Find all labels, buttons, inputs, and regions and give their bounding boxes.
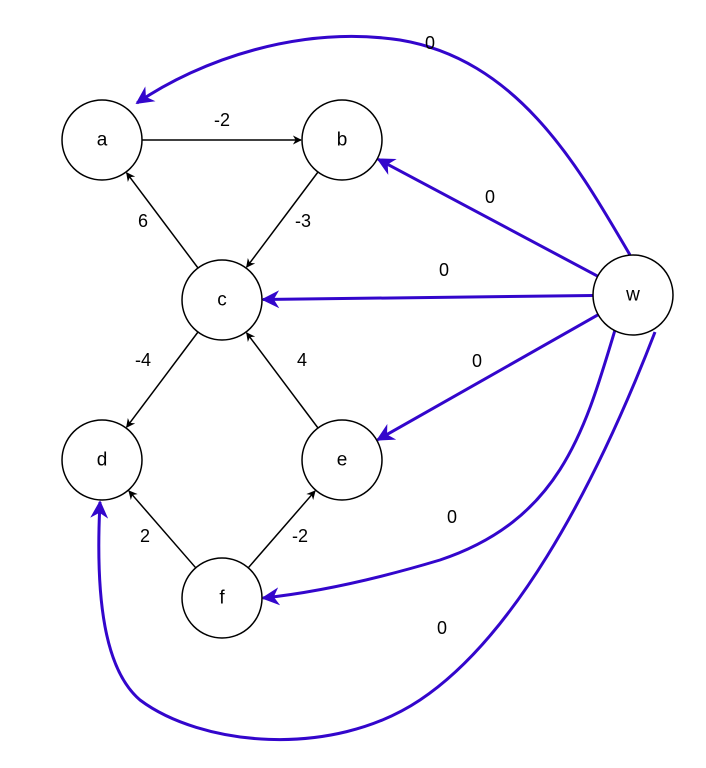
edge-f-d bbox=[128, 490, 197, 569]
node-label: d bbox=[97, 450, 108, 471]
node-e: e bbox=[301, 419, 383, 501]
edge-weight-w-e: 0 bbox=[472, 351, 482, 371]
node-label: b bbox=[337, 130, 348, 151]
edge-weight-w-a: 0 bbox=[425, 33, 435, 53]
edge-c-a bbox=[125, 172, 199, 269]
node-circle bbox=[592, 254, 674, 336]
edge-weight-f-e: -2 bbox=[292, 526, 308, 546]
edge-weight-w-d: 0 bbox=[437, 618, 447, 638]
edge-b-c bbox=[246, 171, 319, 268]
edges-layer bbox=[90, 34, 657, 742]
edge-w-f bbox=[261, 329, 617, 606]
node-d: d bbox=[61, 419, 143, 501]
node-f: f bbox=[181, 557, 263, 639]
edge-w-a bbox=[135, 34, 632, 256]
edge-weight-b-c: -3 bbox=[295, 211, 311, 231]
node-w: w bbox=[592, 254, 674, 336]
edge-weight-c-a: 6 bbox=[138, 211, 148, 231]
edge-f-e bbox=[247, 490, 316, 569]
node-circle bbox=[301, 419, 383, 501]
edge-c-d bbox=[125, 331, 199, 428]
edge-w-c bbox=[261, 290, 594, 309]
edge-e-c bbox=[246, 332, 319, 429]
node-circle bbox=[61, 99, 143, 181]
node-circle bbox=[181, 259, 263, 341]
node-c: c bbox=[181, 259, 263, 341]
node-label: e bbox=[337, 450, 348, 471]
node-a: a bbox=[61, 99, 143, 181]
edge-weight-a-b: -2 bbox=[214, 110, 230, 130]
edge-weight-w-b: 0 bbox=[485, 187, 495, 207]
edge-weight-w-c: 0 bbox=[439, 260, 449, 280]
node-circle bbox=[181, 557, 263, 639]
edge-weight-w-f: 0 bbox=[447, 507, 457, 527]
nodes-layer: a b c d e f w bbox=[61, 99, 674, 639]
edge-weight-c-d: -4 bbox=[135, 350, 151, 370]
node-label: w bbox=[625, 285, 640, 306]
node-label: f bbox=[219, 588, 225, 609]
edge-weight-e-c: 4 bbox=[297, 350, 307, 370]
edge-w-e bbox=[376, 313, 599, 442]
edge-labels-layer: -2 -3 6 -4 4 2 -2 0 0 0 0 0 0 bbox=[135, 33, 495, 638]
edge-w-d bbox=[90, 331, 657, 742]
node-circle bbox=[61, 419, 143, 501]
node-circle bbox=[301, 99, 383, 181]
node-label: c bbox=[217, 290, 227, 311]
node-label: a bbox=[97, 130, 108, 151]
edge-weight-f-d: 2 bbox=[140, 526, 150, 546]
edge-w-b bbox=[376, 157, 599, 278]
node-b: b bbox=[301, 99, 383, 181]
